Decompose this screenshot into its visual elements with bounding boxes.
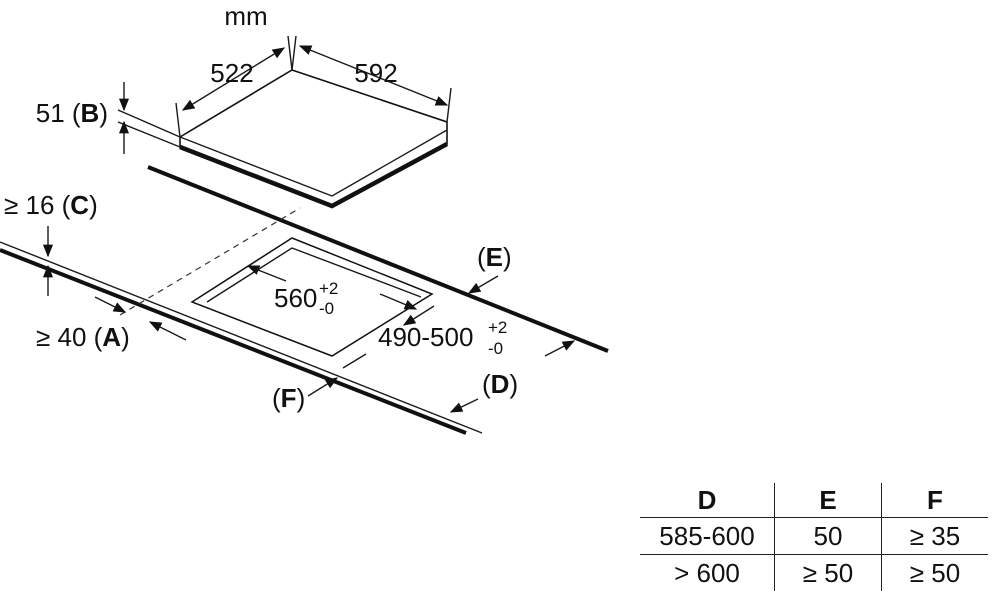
cutout [190, 237, 434, 357]
unit-label: mm [224, 1, 267, 31]
dimension-c-label: ≥ 16 (C) [4, 190, 98, 220]
dimension-e-arrow [467, 275, 499, 294]
worktop-front-bottom-edge [0, 248, 467, 435]
dimension-490-500-tolerance-plus: +2 [488, 318, 507, 337]
dimension-e: (E) [467, 242, 512, 294]
table-row: 585-600 50 ≥ 35 [640, 517, 988, 555]
table-row: > 600 ≥ 50 ≥ 50 [640, 554, 988, 591]
dimension-560-label: 560 [274, 283, 317, 313]
dimension-560-tolerance-plus: +2 [319, 279, 338, 298]
dimension-a-arrow-left [94, 296, 127, 313]
dimension-d-arrow-bottom [449, 398, 479, 413]
dimension-e-label: (E) [477, 242, 512, 272]
dimension-592-label: 592 [354, 58, 397, 88]
dimension-a-label: ≥ 40 (A) [36, 322, 130, 352]
dimension-490-500: 490-500 +2 -0 [342, 305, 507, 369]
dimension-b-label: 51 (B) [36, 98, 108, 128]
table-header-d: D [697, 484, 717, 515]
dimension-522: 522 [175, 35, 293, 138]
table-cell: ≥ 50 [881, 554, 988, 591]
dimension-490-500-tolerance-minus: -0 [488, 339, 503, 358]
dimension-c: ≥ 16 (C) [4, 190, 98, 296]
dimension-592: 592 [291, 35, 452, 123]
dimension-f-label: (F) [272, 383, 305, 413]
dimension-f: (F) [272, 377, 339, 413]
dimension-522-label: 522 [210, 58, 253, 88]
cutout-outer [190, 237, 434, 357]
table-cell: 50 [774, 517, 882, 555]
worktop-back-edge [147, 165, 609, 353]
dimension-d: (D) [449, 340, 576, 413]
worktop-front-top-edge [0, 241, 483, 434]
cooktop-top-edge [179, 129, 448, 197]
dimension-b: 51 (B) [36, 82, 181, 154]
dimension-a: ≥ 40 (A) [36, 296, 187, 352]
dimension-490-500-arrow-top [402, 305, 435, 326]
dimension-a-arrow-right [148, 321, 187, 341]
table-header-row: D E F [640, 483, 988, 518]
cooktop-projection-dashed-line [119, 207, 301, 316]
table-cell: ≥ 50 [774, 554, 882, 591]
dimension-490-500-arrow-bottom [342, 353, 367, 369]
dimension-490-500-label: 490-500 [378, 322, 473, 352]
dimension-d-label: (D) [482, 369, 518, 399]
table-cell: > 600 [674, 557, 740, 588]
table-cell: ≥ 35 [881, 517, 988, 555]
cooktop-bottom-edge [179, 142, 449, 209]
clearance-table: D E F 585-600 50 ≥ 35 > 600 ≥ 50 ≥ 50 [640, 483, 988, 591]
dimension-f-arrow [307, 377, 339, 397]
dimension-560-arrow-right [379, 293, 418, 310]
table-header-f: F [881, 483, 988, 518]
dimension-d-arrow-top [544, 340, 576, 357]
dimension-522-arrow [181, 47, 286, 111]
dimension-592-arrow [298, 45, 449, 106]
worktop [0, 165, 609, 435]
cutout-inner [206, 247, 422, 303]
dimension-560-arrow-left [246, 265, 287, 282]
dimension-560-tolerance-minus: -0 [319, 299, 334, 318]
cooktop-body [179, 69, 448, 207]
cooktop [179, 69, 449, 209]
table-header-e: E [774, 483, 882, 518]
dimension-560: 560 +2 -0 [246, 265, 418, 318]
table-cell: 585-600 [659, 520, 755, 551]
